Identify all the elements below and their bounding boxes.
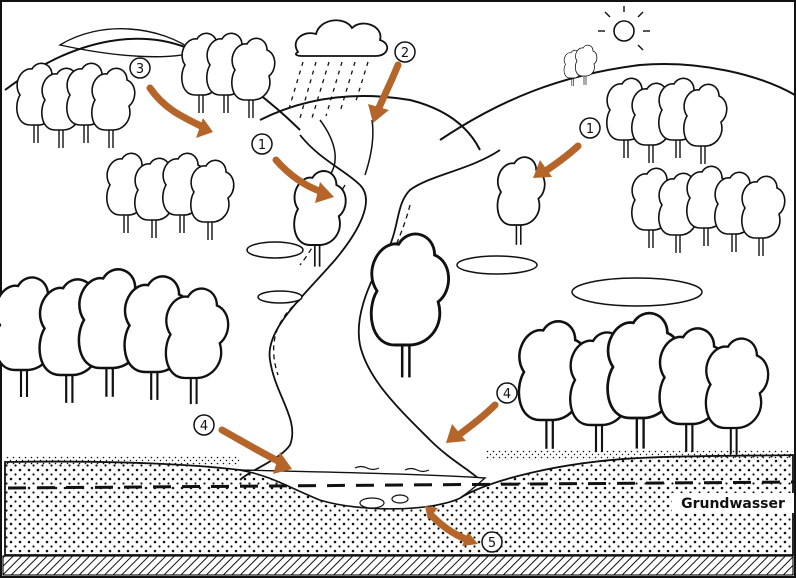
groundwater-label: Grundwasser [681,496,785,512]
svg-text:1: 1 [586,122,594,137]
riverbed-stone [360,498,384,508]
svg-text:4: 4 [200,419,208,434]
marker-4: 4 [497,383,517,403]
svg-text:4: 4 [503,387,511,402]
pond [258,291,302,303]
pond [247,242,303,258]
pond [457,256,537,274]
grass-strip [485,450,793,460]
svg-text:5: 5 [488,536,496,551]
svg-text:1: 1 [258,138,266,153]
grass-strip [5,456,240,466]
riverbed-stone [392,495,408,503]
marker-1: 1 [580,118,600,138]
marker-4: 4 [194,415,214,435]
svg-text:2: 2 [401,46,409,61]
pond [572,278,702,306]
marker-3: 3 [130,58,150,78]
bedrock [3,556,793,575]
svg-text:3: 3 [136,62,144,77]
marker-1: 1 [252,134,272,154]
marker-5: 5 [482,532,502,552]
marker-2: 2 [395,42,415,62]
